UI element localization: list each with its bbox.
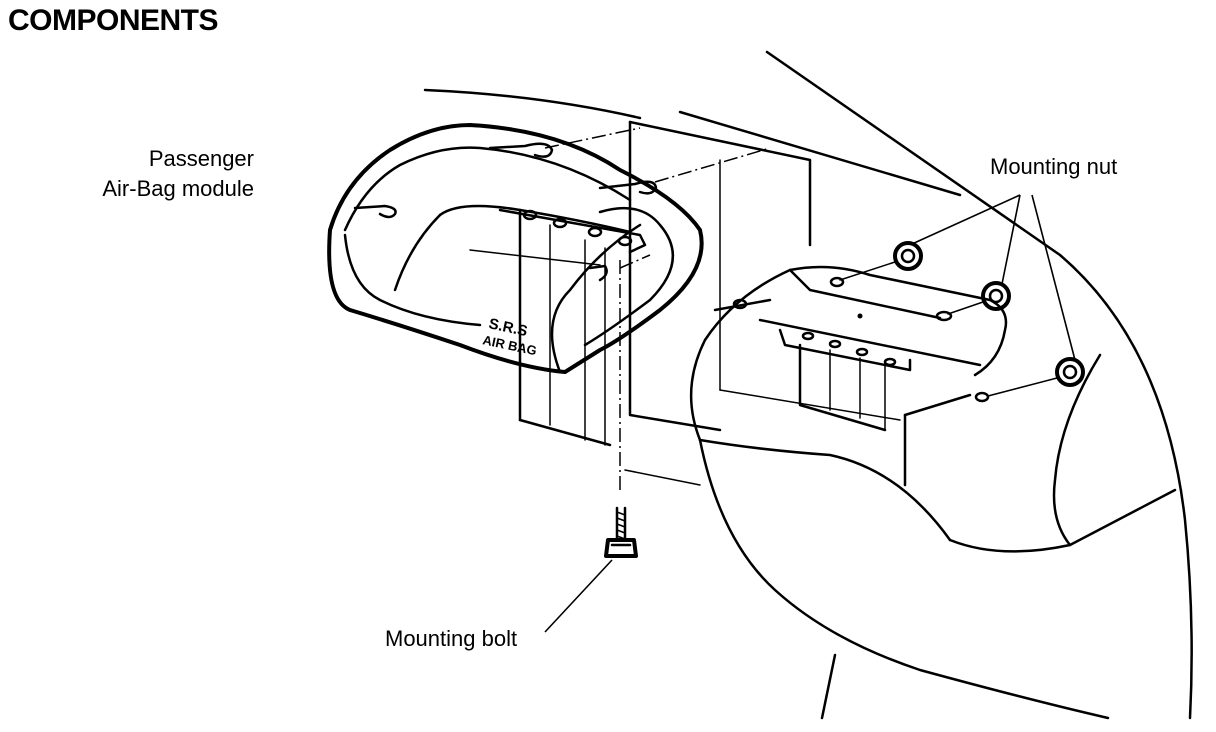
mounting-bolt-label: Mounting bolt — [385, 626, 518, 651]
dashboard-bracket — [624, 120, 901, 486]
passenger-airbag-module-label: Passenger Air-Bag module — [102, 144, 254, 204]
leader-lines — [544, 194, 1076, 633]
assembly-guide-lines — [544, 127, 771, 490]
airbag-module: S.R.S AIR BAG — [327, 123, 704, 447]
mounting-bolt — [604, 506, 638, 558]
mounting-nut-label: Mounting nut — [990, 154, 1118, 179]
mounting-bracket-assembly — [689, 265, 1008, 542]
mounting-nut-2 — [947, 281, 1011, 315]
module-label-line1: Passenger — [148, 146, 254, 171]
mounting-nut-3 — [987, 357, 1085, 397]
dashboard-outline — [423, 50, 1193, 720]
page-title: COMPONENTS — [8, 4, 219, 37]
mounting-nut-1 — [839, 241, 923, 281]
module-label-line2: Air-Bag module — [102, 176, 254, 201]
